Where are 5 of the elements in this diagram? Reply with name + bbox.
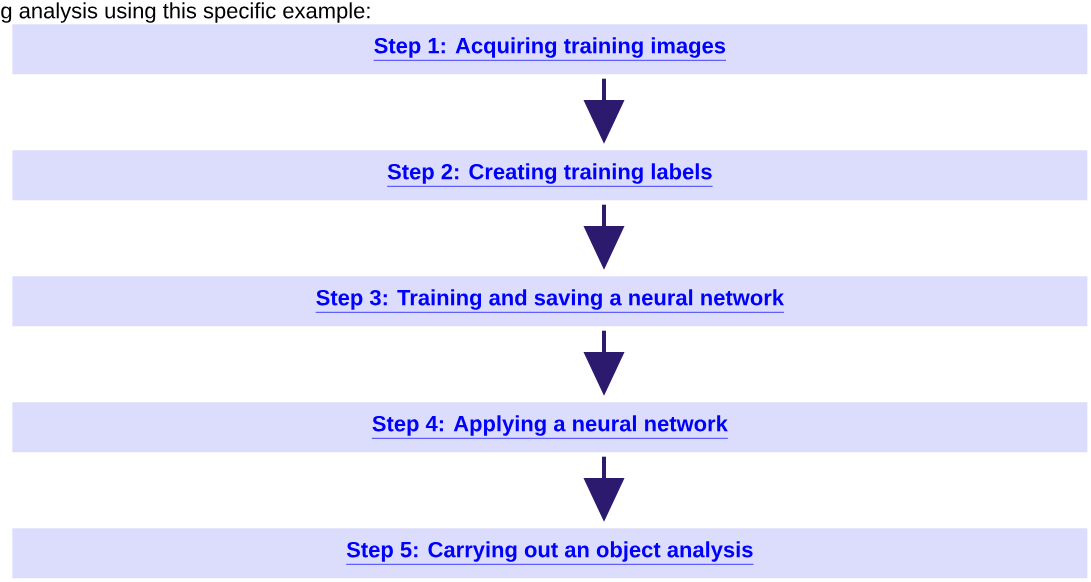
step-box: Step 2: Creating training labels	[12, 150, 1088, 201]
step-box: Step 3: Training and saving a neural network	[12, 276, 1088, 327]
step-box: Step 1: Acquiring training images	[12, 24, 1088, 75]
step-box: Step 5: Carrying out an object analysis	[12, 528, 1088, 579]
step-box: Step 4: Applying a neural network	[12, 402, 1088, 453]
